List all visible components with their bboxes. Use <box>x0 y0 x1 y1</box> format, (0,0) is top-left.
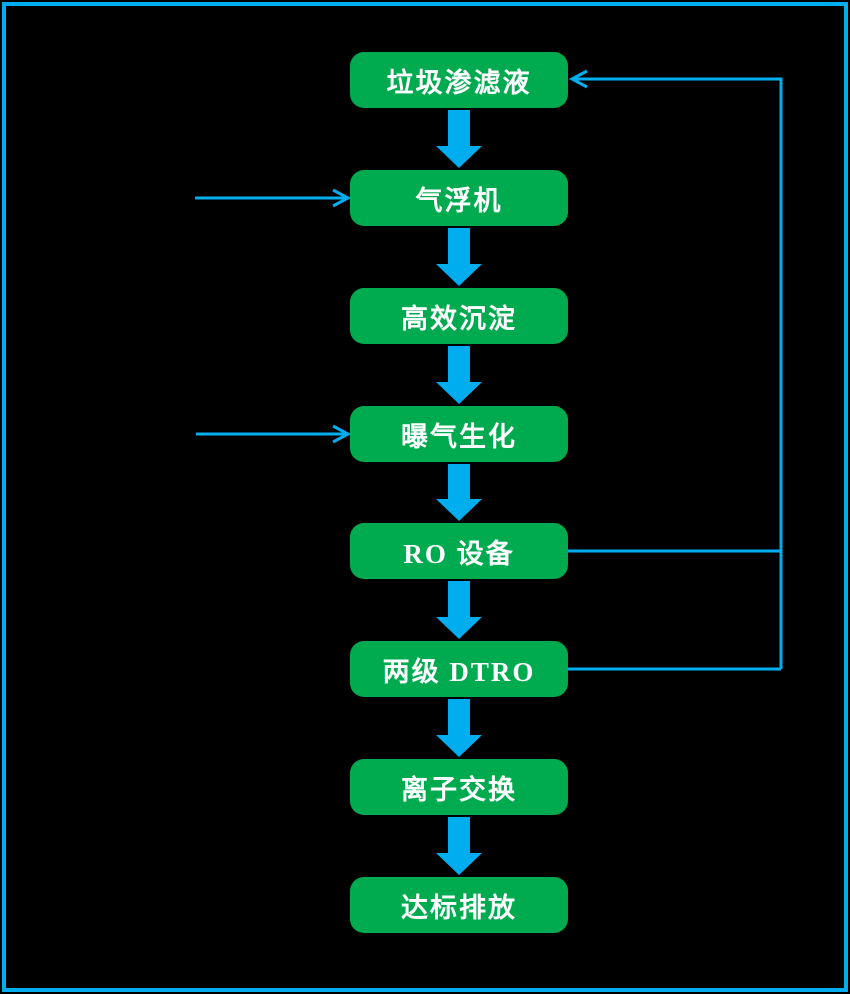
flow-node-ion-exchange: 离子交换 <box>350 759 568 815</box>
flow-node-aeration: 曝气生化 <box>350 406 568 462</box>
left-inflow-arrowhead-air-flotation <box>332 188 352 208</box>
flow-node-leachate: 垃圾渗滤液 <box>350 52 568 108</box>
flow-node-two-stage-dtro: 两级 DTRO <box>350 641 568 697</box>
flow-node-air-flotation: 气浮机 <box>350 170 568 226</box>
return-arrowhead-leachate <box>568 69 588 89</box>
block-arrow-down-6 <box>436 699 482 757</box>
block-arrow-down-2 <box>436 228 482 286</box>
block-arrow-down-3 <box>436 346 482 404</box>
block-arrow-down-5 <box>436 581 482 639</box>
flow-node-sedimentation: 高效沉淀 <box>350 288 568 344</box>
flow-node-ro-equipment: RO 设备 <box>350 523 568 579</box>
left-inflow-arrowhead-aeration <box>332 424 352 444</box>
flow-node-discharge: 达标排放 <box>350 877 568 933</box>
return-line-riser <box>573 77 783 669</box>
block-arrow-down-1 <box>436 110 482 168</box>
block-arrow-down-4 <box>436 464 482 521</box>
block-arrow-down-7 <box>436 817 482 875</box>
